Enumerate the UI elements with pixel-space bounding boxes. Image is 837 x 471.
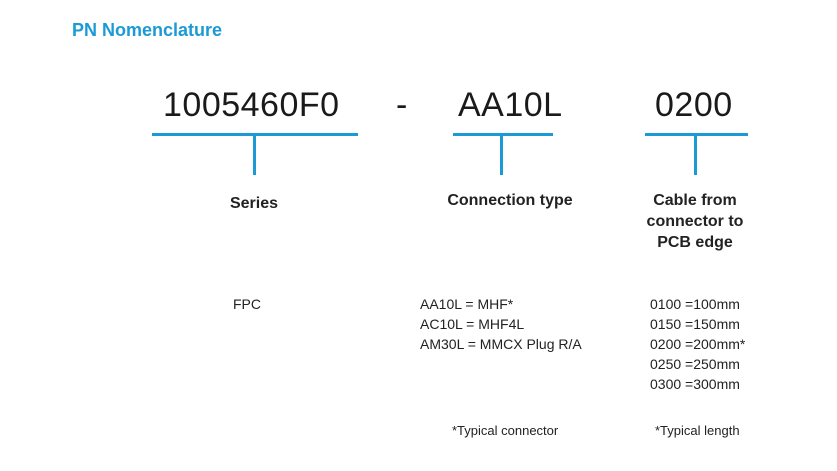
connection-heading: Connection type	[447, 192, 573, 209]
connection-value: AA10L = MHF*	[420, 296, 514, 312]
cable-heading: Cable from connector to PCB edge	[620, 190, 770, 253]
connection-connector-line	[500, 135, 503, 175]
cable-connector-line	[694, 135, 697, 175]
cable-value: 0100 =100mm	[650, 296, 740, 312]
series-value: FPC	[233, 296, 261, 312]
series-connector-line	[253, 135, 256, 175]
connection-value: AC10L = MHF4L	[420, 316, 525, 332]
cable-note: *Typical length	[655, 423, 740, 438]
cable-heading-line: connector to	[646, 213, 744, 230]
cable-heading-line: PCB edge	[657, 234, 733, 251]
connection-value: AM30L = MMCX Plug R/A	[420, 336, 582, 352]
connection-code: AA10L	[458, 86, 563, 124]
cable-value: 0200 =200mm*	[650, 336, 746, 352]
page-title: PN Nomenclature	[72, 20, 223, 40]
series-code: 1005460F0	[163, 86, 340, 124]
cable-value: 0300 =300mm	[650, 376, 740, 392]
cable-heading-line: Cable from	[653, 192, 737, 209]
separator: -	[396, 86, 408, 124]
series-heading: Series	[229, 195, 279, 212]
cable-underline	[645, 133, 748, 136]
connection-note: *Typical connector	[452, 423, 559, 438]
cable-value: 0150 =150mm	[650, 316, 740, 332]
connection-underline	[453, 133, 553, 136]
cable-code: 0200	[655, 86, 733, 124]
cable-value: 0250 =250mm	[650, 356, 740, 372]
series-underline	[152, 133, 358, 136]
connection-values: AA10L = MHF* AC10L = MHF4L AM30L = MMCX …	[420, 294, 582, 354]
cable-values: 0100 =100mm 0150 =150mm 0200 =200mm* 025…	[650, 294, 745, 394]
